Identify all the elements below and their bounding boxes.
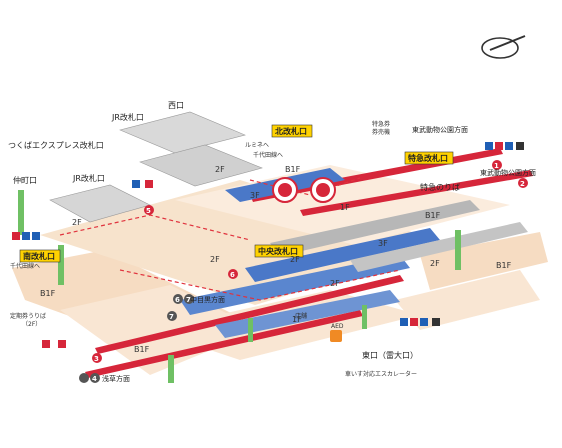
platform-3-icon: [92, 353, 102, 363]
tobu-line-upper-2: [300, 170, 533, 216]
south-gate: 南改札口: [19, 249, 61, 263]
platform-6b-label: 6: [175, 296, 180, 304]
floor-b1f-e: B1F: [134, 345, 150, 354]
jr-gate-top-label: JR改札口: [111, 112, 144, 122]
chiyoda-left-label: 千代田線へ: [10, 262, 40, 270]
express-gate: 特急改札口: [404, 151, 454, 165]
north-gate-label: 北改札口: [275, 126, 307, 136]
floor-2f-e: 2F: [430, 259, 440, 268]
platform-7b-icon: [184, 294, 194, 304]
floor-b1f-a: B1F: [285, 165, 301, 174]
direction-tobu-zoo-2: 東武動物公園方面: [480, 168, 536, 177]
commuter-pass-label: 定期券うりば: [10, 312, 46, 320]
platform-6b-icon: [173, 294, 183, 304]
jr-gate-left-label: JR改札口: [72, 173, 105, 183]
platform-4-icon: [90, 373, 100, 383]
stair-column: [18, 190, 24, 235]
floor-2f-d: 2F: [290, 255, 300, 264]
south-gate-label: 南改札口: [23, 251, 55, 261]
express-ticket-label-2: 券売機: [372, 128, 390, 136]
stair-column: [168, 355, 174, 383]
express-platform-label: 特急のりば: [420, 182, 460, 192]
floor-2f-b: 2F: [72, 218, 82, 227]
platform-markers: 1 2 3 4 5 6 6 7 7: [79, 160, 528, 383]
platform-3b-icon: [79, 373, 89, 383]
shops-label: 店舗: [295, 312, 307, 320]
chiyoda-top-label: 千代田線へ: [253, 151, 283, 159]
jr-building-left: [49, 184, 151, 223]
platform-7-label: 7: [169, 313, 174, 321]
floor-b1f-d: B1F: [40, 289, 56, 298]
walk-route: [119, 269, 401, 301]
platform-5-label: 5: [146, 207, 151, 215]
floor-1f-a: 1F: [340, 203, 350, 212]
floor-2f-a: 2F: [215, 165, 225, 174]
aed-icon: AED: [330, 323, 344, 342]
aed-label: AED: [331, 323, 344, 330]
north-gate: 北改札口: [271, 124, 313, 138]
platform-4-label: 4: [92, 375, 97, 383]
west-exit-label: 西口: [168, 101, 184, 110]
express-gate-label: 特急改札口: [408, 153, 448, 163]
platform-1-icon: [492, 160, 502, 170]
blue-platform-mid: [245, 228, 440, 282]
lumine-label: ルミネへ: [245, 142, 269, 149]
b1f-floor-right: [420, 232, 548, 290]
jr-building-top: [119, 111, 246, 154]
tobu-line-low-2: [85, 310, 363, 378]
wheelchair-escalator-label: 車いす対応エスカレーター: [345, 370, 417, 378]
b1f-floor-right-low: [395, 270, 540, 330]
platform-2-label: 2: [520, 180, 525, 188]
tobu-line-lower: [95, 275, 404, 354]
platform-1-label: 1: [494, 162, 499, 170]
stair-column: [455, 230, 461, 270]
express-ticket-label-1: 特急券: [372, 120, 390, 128]
floor-2f-c: 2F: [210, 255, 220, 264]
east-exit-label: 東口（雷大口）: [362, 350, 418, 360]
platform-5-icon: [144, 205, 154, 215]
platform-7-icon: [167, 311, 177, 321]
nakamachi-exit-label: 仲町口: [13, 175, 37, 185]
blue-platform-bottom: [215, 290, 400, 338]
platform-3-label: 3: [94, 355, 99, 363]
floor-1f-b: 1F: [292, 315, 302, 324]
central-gate-label: 中央改札口: [258, 246, 298, 256]
walk-route: [59, 214, 251, 241]
restroom-icons: [12, 142, 524, 348]
commuter-pass-floor-label: （2F）: [22, 321, 41, 328]
direction-tobu-zoo-1: 東武動物公園方面: [412, 125, 468, 134]
floor-b1f-b: B1F: [425, 211, 441, 220]
gray-platform-2: [350, 222, 528, 272]
platform-6-label: 6: [230, 271, 235, 279]
platform-6-icon: [228, 269, 238, 279]
tx-gate-label: つくばエクスプレス改札口: [8, 140, 104, 150]
stair-column: [248, 318, 253, 342]
gray-platform: [270, 200, 480, 256]
floor-3f-b: 3F: [378, 239, 388, 248]
floor-b1f-c: B1F: [496, 261, 512, 270]
floor-2f-f: 2F: [330, 279, 340, 288]
platform-2-icon: [518, 178, 528, 188]
compass-icon: [481, 35, 526, 59]
central-gate: 中央改札口: [254, 244, 304, 258]
direction-nakameguro: 中目黒方面: [190, 295, 225, 304]
restroom-sign-icon: [272, 177, 336, 203]
platform-7b-label: 7: [186, 296, 191, 304]
stair-column: [362, 305, 367, 329]
tx-building: [139, 144, 263, 187]
stair-column: [58, 245, 64, 285]
floor-3f-a: 3F: [250, 191, 260, 200]
blue-platform-lower: [180, 255, 410, 315]
direction-asakusa: 浅草方面: [102, 374, 130, 383]
